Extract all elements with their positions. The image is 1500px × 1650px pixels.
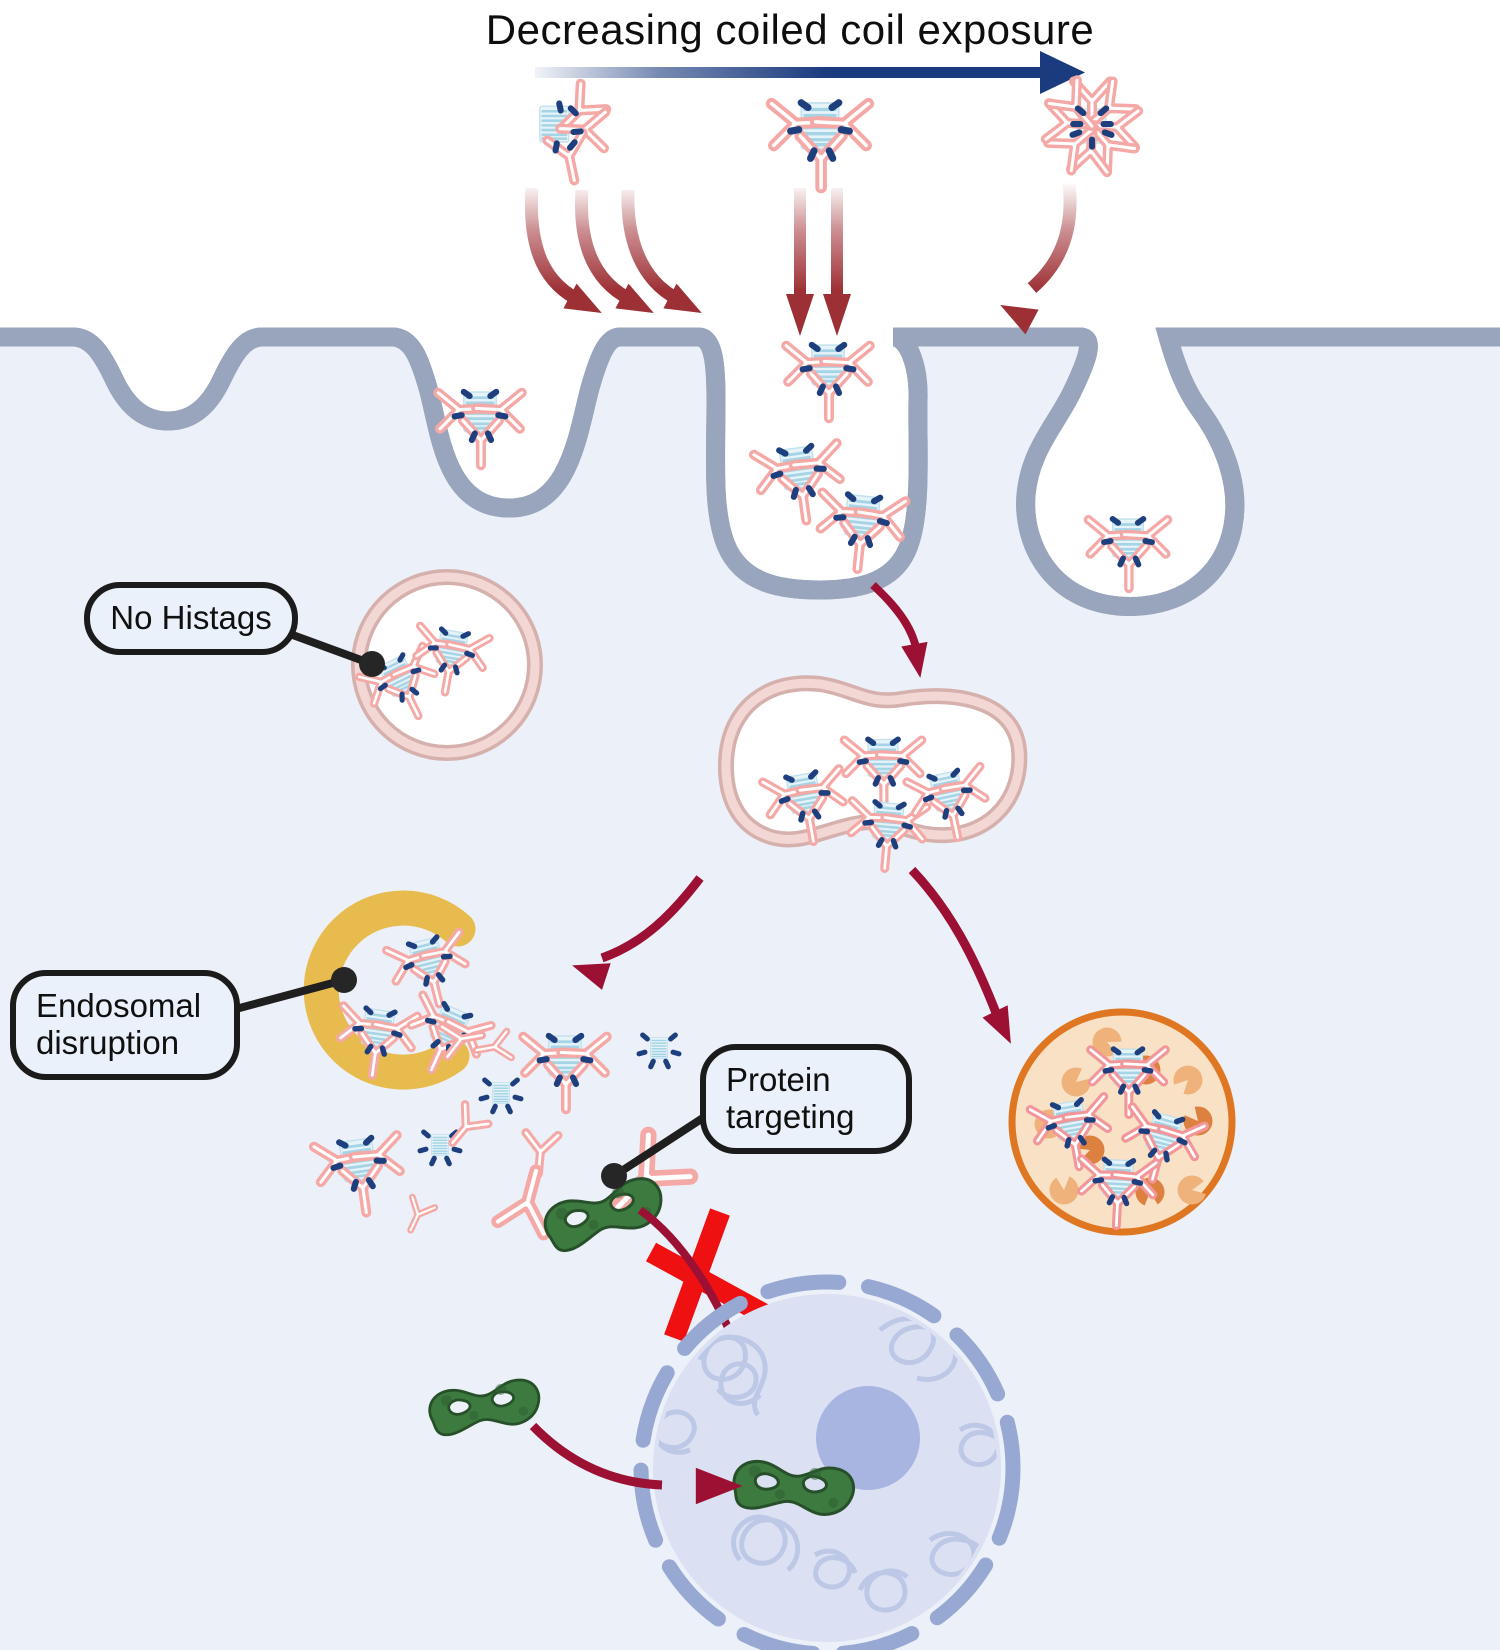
uptake-vesicle-no-histags	[351, 569, 543, 761]
lysosome	[1008, 1008, 1236, 1236]
coiled-coil-exposure-arrow	[535, 51, 1085, 94]
free-target-protein	[426, 1376, 743, 1505]
chromatin	[657, 1316, 997, 1613]
uptake-arrows	[524, 181, 1077, 336]
callout-no-histags: No Histags	[84, 582, 298, 655]
early-endosome	[717, 675, 1028, 871]
arrowhead-icon	[1040, 51, 1085, 94]
nuclear-envelope	[633, 1274, 1021, 1650]
nucleolus	[816, 1386, 920, 1490]
nucleus	[633, 1274, 1021, 1650]
connector-dot	[601, 1163, 627, 1189]
figure-title: Decreasing coiled coil exposure	[485, 6, 1095, 53]
connector-dot	[331, 967, 357, 993]
callout-protein-targeting: Protein targeting	[700, 1044, 912, 1154]
trafficking-arrows	[567, 582, 1024, 1050]
callout-connectors	[228, 630, 716, 1180]
connector-dot	[359, 651, 385, 677]
callout-endosomal-disruption: Endosomal disruption	[10, 970, 240, 1080]
